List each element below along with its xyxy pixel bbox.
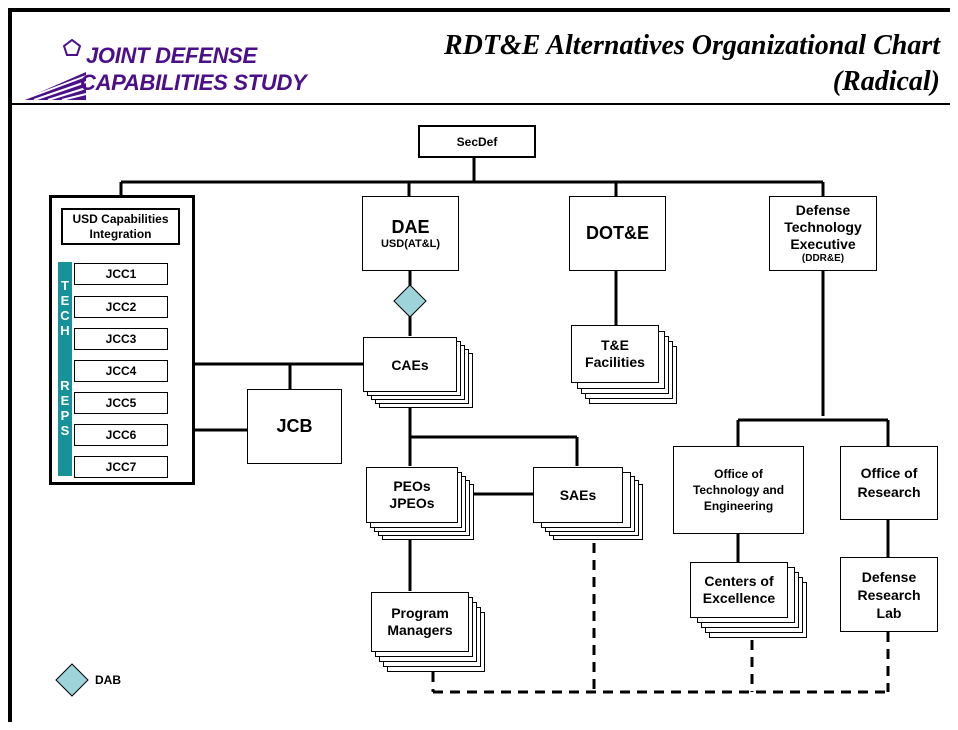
node-secdef: SecDef <box>418 125 536 158</box>
tech-letter: C <box>60 308 70 323</box>
tech-letter: S <box>60 423 70 438</box>
jcc-box: JCC7 <box>74 456 168 478</box>
jcc-box: JCC1 <box>74 263 168 285</box>
jcc-box: JCC2 <box>74 296 168 318</box>
usd-cap-line1: USD Capabilities <box>72 211 169 226</box>
peos-line2: JPEOs <box>389 495 435 511</box>
node-peos-jpeos: PEOs JPEOs <box>366 467 458 523</box>
node-program-managers: Program Managers <box>371 592 469 652</box>
coe-line1: Centers of <box>704 573 774 589</box>
legend-dab-label: DAB <box>95 673 121 687</box>
te-line1: T&E <box>601 337 629 353</box>
node-office-of-research: Office of Research <box>840 446 938 520</box>
dte-sub: (DDR&E) <box>801 253 845 264</box>
drl-line2: Research <box>857 586 921 603</box>
frame-top-border <box>8 8 950 12</box>
tech-letter: H <box>60 323 70 338</box>
node-secdef-label: SecDef <box>456 134 498 149</box>
logo-title-line1: JOINT DEFENSE <box>86 43 257 68</box>
jcc-box: JCC6 <box>74 424 168 446</box>
node-caes: CAEs <box>363 337 457 392</box>
dashed-reporting-lines <box>431 526 890 694</box>
te-line2: Facilities <box>585 354 645 370</box>
node-dae-label: DAE <box>391 217 430 237</box>
frame-left-border <box>8 8 12 722</box>
node-jcb: JCB <box>247 389 342 464</box>
node-dae-sub: USD(AT&L) <box>380 238 441 250</box>
drl-line1: Defense <box>861 568 917 585</box>
logo-graphic <box>21 38 87 101</box>
coe-line2: Excellence <box>702 590 776 606</box>
jcc-box: JCC3 <box>74 328 168 350</box>
legend-dab-diamond <box>55 663 89 697</box>
dte-line2: Technology <box>784 219 862 235</box>
or-line1: Office of <box>860 465 918 481</box>
tech-letter: E <box>60 393 70 408</box>
dte-line3: Executive <box>790 236 856 252</box>
pm-line2: Managers <box>387 622 453 638</box>
node-dae: DAE USD(AT&L) <box>362 196 459 271</box>
drl-line3: Lab <box>876 604 902 621</box>
ote-line3: Engineering <box>703 499 774 513</box>
tech-reps-bar <box>58 262 72 476</box>
ote-line1: Office of <box>714 467 763 481</box>
node-dote: DOT&E <box>569 196 666 271</box>
node-jcb-label: JCB <box>276 416 313 436</box>
header-divider <box>8 103 950 105</box>
page-subtitle: (Radical) <box>832 66 940 97</box>
node-office-technology-engineering: Office of Technology and Engineering <box>673 446 804 534</box>
peos-line1: PEOs <box>393 478 431 494</box>
pm-line1: Program <box>391 605 449 621</box>
node-caes-label: CAEs <box>391 356 429 373</box>
node-saes: SAEs <box>533 467 623 523</box>
page-title: RDT&E Alternatives Organizational Chart <box>443 30 940 61</box>
node-centers-of-excellence: Centers of Excellence <box>690 562 788 618</box>
jcc-box: JCC4 <box>74 360 168 382</box>
tech-letter: T <box>61 278 69 293</box>
or-line2: Research <box>857 484 921 500</box>
logo-title-line2: CAPABILITIES STUDY <box>80 70 307 95</box>
node-defense-research-lab: Defense Research Lab <box>840 557 938 632</box>
tech-letter: R <box>60 378 70 393</box>
node-dote-label: DOT&E <box>586 223 649 243</box>
node-usd-capabilities: USD Capabilities Integration <box>61 208 180 245</box>
dte-line1: Defense <box>795 202 851 218</box>
ote-line2: Technology and <box>692 483 785 497</box>
node-saes-label: SAEs <box>559 487 597 503</box>
node-te-facilities: T&E Facilities <box>571 325 659 383</box>
dab-diamond <box>393 284 427 318</box>
tech-letter: E <box>60 293 70 308</box>
jcc-box: JCC5 <box>74 392 168 414</box>
usd-cap-line2: Integration <box>89 226 152 241</box>
tech-letter: P <box>60 408 70 423</box>
node-defense-technology-executive: Defense Technology Executive (DDR&E) <box>769 196 877 271</box>
